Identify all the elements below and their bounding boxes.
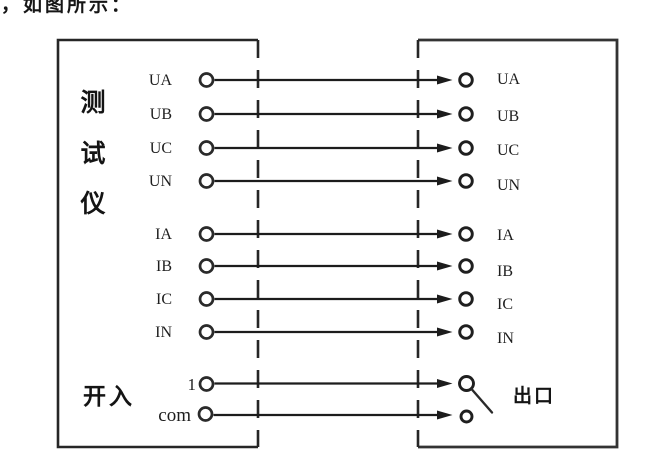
right-terminal-label-un: UN	[497, 177, 521, 194]
right-terminal-label-uc: UC	[497, 142, 519, 159]
right-terminal-label-ia: IA	[497, 227, 514, 244]
left-device-name-char-3: 仪	[79, 189, 106, 218]
arrowhead-icon	[437, 410, 453, 420]
left-terminal-in	[198, 324, 215, 340]
switch-contact-top	[458, 375, 475, 392]
binary-input-group-label: 开入	[83, 384, 135, 410]
arrowhead-icon	[437, 261, 453, 271]
left-terminal-label-uc: UC	[150, 140, 172, 157]
right-terminal-ub	[458, 106, 474, 122]
arrowhead-icon	[437, 176, 453, 186]
right-terminal-label-in: IN	[497, 330, 514, 347]
arrowhead-icon	[437, 229, 453, 239]
right-terminal-in	[458, 324, 474, 340]
binary-row-com: com	[158, 405, 453, 426]
arrowhead-icon	[437, 327, 453, 337]
right-terminal-label-ic: IC	[497, 296, 513, 313]
right-terminal-label-ub: UB	[497, 108, 519, 125]
left-terminal-label-ia: IA	[155, 226, 172, 243]
switch-blade-icon	[470, 387, 494, 414]
left-terminal-label-ic: IC	[156, 291, 172, 308]
right-device-box	[418, 38, 619, 449]
caption-text: ，如图所示：	[1, 0, 134, 16]
binary-row-1: 1	[188, 375, 453, 394]
left-terminal-ub	[198, 106, 215, 122]
arrowhead-icon	[437, 379, 453, 388]
arrowhead-icon	[437, 109, 453, 119]
left-terminal-label-ua: UA	[149, 72, 173, 89]
left-device-box	[56, 38, 258, 449]
signal-row-un: UN UN	[149, 173, 521, 194]
left-device-name-char-2: 试	[80, 139, 105, 168]
arrowhead-icon	[437, 143, 453, 153]
left-terminal-ib	[198, 258, 215, 274]
right-terminal-ib	[458, 258, 474, 274]
binary-terminal-label-1: 1	[188, 375, 197, 394]
right-terminal-un	[458, 173, 474, 189]
left-terminal-label-un: UN	[149, 173, 173, 190]
signal-row-in: IN IN	[155, 324, 514, 347]
signal-row-ic: IC IC	[156, 291, 513, 313]
left-terminal-1	[198, 376, 215, 392]
right-terminal-ia	[458, 226, 474, 242]
right-terminal-ua	[458, 72, 474, 88]
left-terminal-ia	[198, 226, 215, 242]
left-terminal-label-ib: IB	[156, 258, 172, 275]
left-terminal-com	[197, 406, 214, 422]
right-terminal-ic	[458, 291, 474, 307]
right-terminal-label-ua: UA	[497, 71, 521, 88]
left-terminal-label-ub: UB	[150, 106, 172, 123]
signal-row-uc: UC UC	[150, 140, 519, 159]
arrowhead-icon	[437, 75, 453, 85]
left-terminal-ua	[198, 72, 215, 88]
right-terminal-uc	[458, 140, 474, 156]
signal-row-ua: UA UA	[149, 71, 521, 89]
binary-terminal-label-com: com	[158, 405, 191, 426]
signal-row-ub: UB UB	[150, 106, 519, 125]
left-terminal-ic	[198, 291, 215, 307]
output-switch: 出口	[458, 375, 555, 424]
output-label: 出口	[513, 384, 555, 407]
left-device-name-char-1: 测	[80, 88, 105, 117]
switch-contact-bottom	[459, 409, 474, 424]
signal-row-ib: IB IB	[156, 258, 513, 280]
left-terminal-uc	[198, 140, 215, 156]
arrowhead-icon	[437, 294, 453, 304]
signal-row-ia: IA IA	[155, 226, 514, 244]
left-terminal-label-in: IN	[155, 324, 172, 341]
left-terminal-un	[198, 173, 215, 189]
right-terminal-label-ib: IB	[497, 263, 513, 280]
